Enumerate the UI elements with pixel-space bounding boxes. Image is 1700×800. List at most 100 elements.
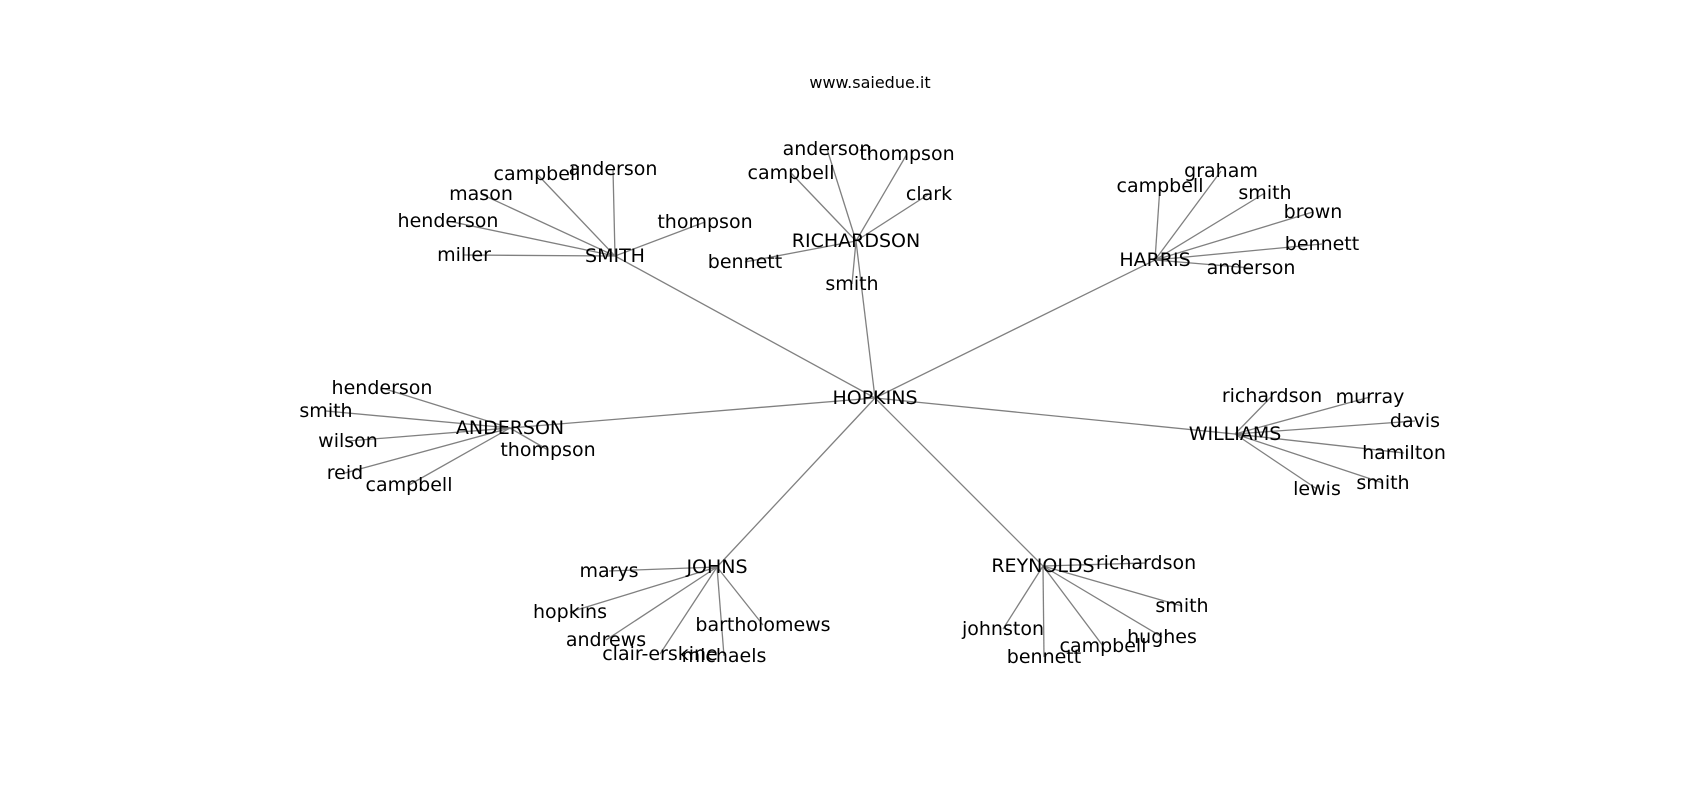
edge-johns-hopkins xyxy=(569,566,718,613)
leaf-node-label: lewis xyxy=(1293,478,1341,500)
edge-anderson-smith xyxy=(325,410,511,429)
edge-harris-smith xyxy=(1154,192,1266,261)
edge-williams-davis xyxy=(1234,420,1416,435)
edge-reynolds-smith xyxy=(1042,565,1183,607)
edge-johns-andrews xyxy=(605,566,718,641)
leaf-node-label: henderson xyxy=(332,377,433,399)
leaf-node-label: hopkins xyxy=(533,601,607,623)
edge-harris-bennett xyxy=(1154,243,1323,261)
leaf-node-label: marys xyxy=(579,560,638,582)
edge-reynolds-hughes xyxy=(1042,565,1163,638)
leaf-node-label: johnston xyxy=(961,618,1044,640)
edge-harris-graham xyxy=(1154,170,1222,261)
leaf-node-label: smith xyxy=(299,400,352,422)
edge-smith-anderson xyxy=(612,168,616,257)
leaf-node-label: bennett xyxy=(708,251,782,273)
edge-root-johns xyxy=(716,397,876,568)
edge-williams-smith xyxy=(1234,433,1384,484)
edge-reynolds-johnston xyxy=(1002,565,1044,630)
edge-root-reynolds xyxy=(874,397,1044,567)
group-node-label: RICHARDSON xyxy=(792,230,920,252)
root-node-label: HOPKINS xyxy=(832,387,917,409)
leaf-node-label: thompson xyxy=(500,439,595,461)
edge-anderson-reid xyxy=(344,427,511,474)
page-title: www.saiedue.it xyxy=(809,73,930,92)
edge-anderson-henderson xyxy=(381,387,511,429)
edge-anderson-campbell xyxy=(408,427,511,486)
leaf-node-label: graham xyxy=(1184,160,1258,182)
group-node-label: HARRIS xyxy=(1119,249,1190,271)
edge-richardson-thompson xyxy=(855,153,908,242)
group-node-label: WILLIAMS xyxy=(1189,423,1282,445)
edge-williams-richardson xyxy=(1234,395,1273,435)
edge-johns-michaels xyxy=(716,566,725,657)
edge-smith-thompson xyxy=(614,221,706,257)
edge-smith-mason xyxy=(480,193,616,257)
leaf-node-label: richardson xyxy=(1096,552,1196,574)
leaf-node-label: michaels xyxy=(682,645,767,667)
edge-root-smith xyxy=(614,255,876,399)
leaf-node-label: smith xyxy=(1238,182,1291,204)
leaf-node-label: henderson xyxy=(398,210,499,232)
edge-richardson-bennett xyxy=(744,240,857,263)
group-node-label: REYNOLDS xyxy=(991,555,1094,577)
leaf-node-label: anderson xyxy=(1207,257,1296,279)
leaf-node-label: hughes xyxy=(1127,626,1197,648)
leaf-node-label: clair-erskine xyxy=(602,643,718,665)
edge-smith-henderson xyxy=(447,220,616,257)
edge-root-harris xyxy=(874,259,1156,399)
leaf-node-label: campbell xyxy=(1060,635,1147,657)
leaf-node-label: bennett xyxy=(1285,233,1359,255)
edge-anderson-wilson xyxy=(347,427,511,442)
edge-smith-miller xyxy=(463,254,616,257)
edge-harris-anderson xyxy=(1154,259,1252,269)
leaf-node-label: smith xyxy=(1155,595,1208,617)
leaf-node-label: anderson xyxy=(783,138,872,160)
leaf-node-label: miller xyxy=(437,244,491,266)
edge-johns-bartholomews xyxy=(716,566,764,626)
edge-reynolds-richardson xyxy=(1042,562,1147,567)
leaf-node-label: campbell xyxy=(748,162,835,184)
leaf-node-label: wilson xyxy=(318,430,378,452)
edge-root-anderson xyxy=(509,397,876,429)
edge-root-richardson xyxy=(855,240,876,399)
edge-root-williams xyxy=(874,397,1236,435)
edge-layer xyxy=(325,148,1416,658)
edge-richardson-clark xyxy=(855,193,930,242)
edge-johns-marys xyxy=(608,566,718,572)
edge-johns-clair-erskine xyxy=(659,566,718,655)
group-node-label: SMITH xyxy=(585,245,645,267)
leaf-node-label: anderson xyxy=(569,158,658,180)
edge-richardson-anderson xyxy=(826,148,857,242)
leaf-node-label: davis xyxy=(1390,410,1440,432)
edge-harris-campbell xyxy=(1154,185,1161,261)
edge-reynolds-campbell xyxy=(1042,565,1104,647)
leaf-node-label: murray xyxy=(1336,386,1405,408)
node-layer: HOPKINSSMITHmillerhendersonmasoncampbell… xyxy=(299,138,1446,668)
edge-anderson-thompson xyxy=(509,427,549,451)
leaf-node-label: hamilton xyxy=(1362,442,1446,464)
edge-reynolds-bennett xyxy=(1042,565,1045,658)
leaf-node-label: mason xyxy=(449,183,513,205)
edge-harris-brown xyxy=(1154,211,1314,261)
leaf-node-label: thompson xyxy=(657,211,752,233)
leaf-node-label: thompson xyxy=(859,143,954,165)
leaf-node-label: smith xyxy=(1356,472,1409,494)
edge-richardson-campbell xyxy=(790,172,857,242)
group-node-label: ANDERSON xyxy=(456,417,564,439)
leaf-node-label: smith xyxy=(825,273,878,295)
edge-richardson-smith xyxy=(851,240,857,285)
leaf-node-label: bartholomews xyxy=(695,614,830,636)
leaf-node-label: andrews xyxy=(566,629,646,651)
leaf-node-label: campbell xyxy=(1117,175,1204,197)
group-node-label: JOHNS xyxy=(685,556,747,578)
leaf-node-label: campbell xyxy=(494,163,581,185)
leaf-node-label: richardson xyxy=(1222,385,1322,407)
leaf-node-label: reid xyxy=(327,462,363,484)
leaf-node-label: brown xyxy=(1284,201,1343,223)
edge-williams-murray xyxy=(1234,396,1371,435)
edge-williams-hamilton xyxy=(1234,433,1405,454)
leaf-node-label: clark xyxy=(906,183,952,205)
edge-williams-lewis xyxy=(1234,433,1318,490)
